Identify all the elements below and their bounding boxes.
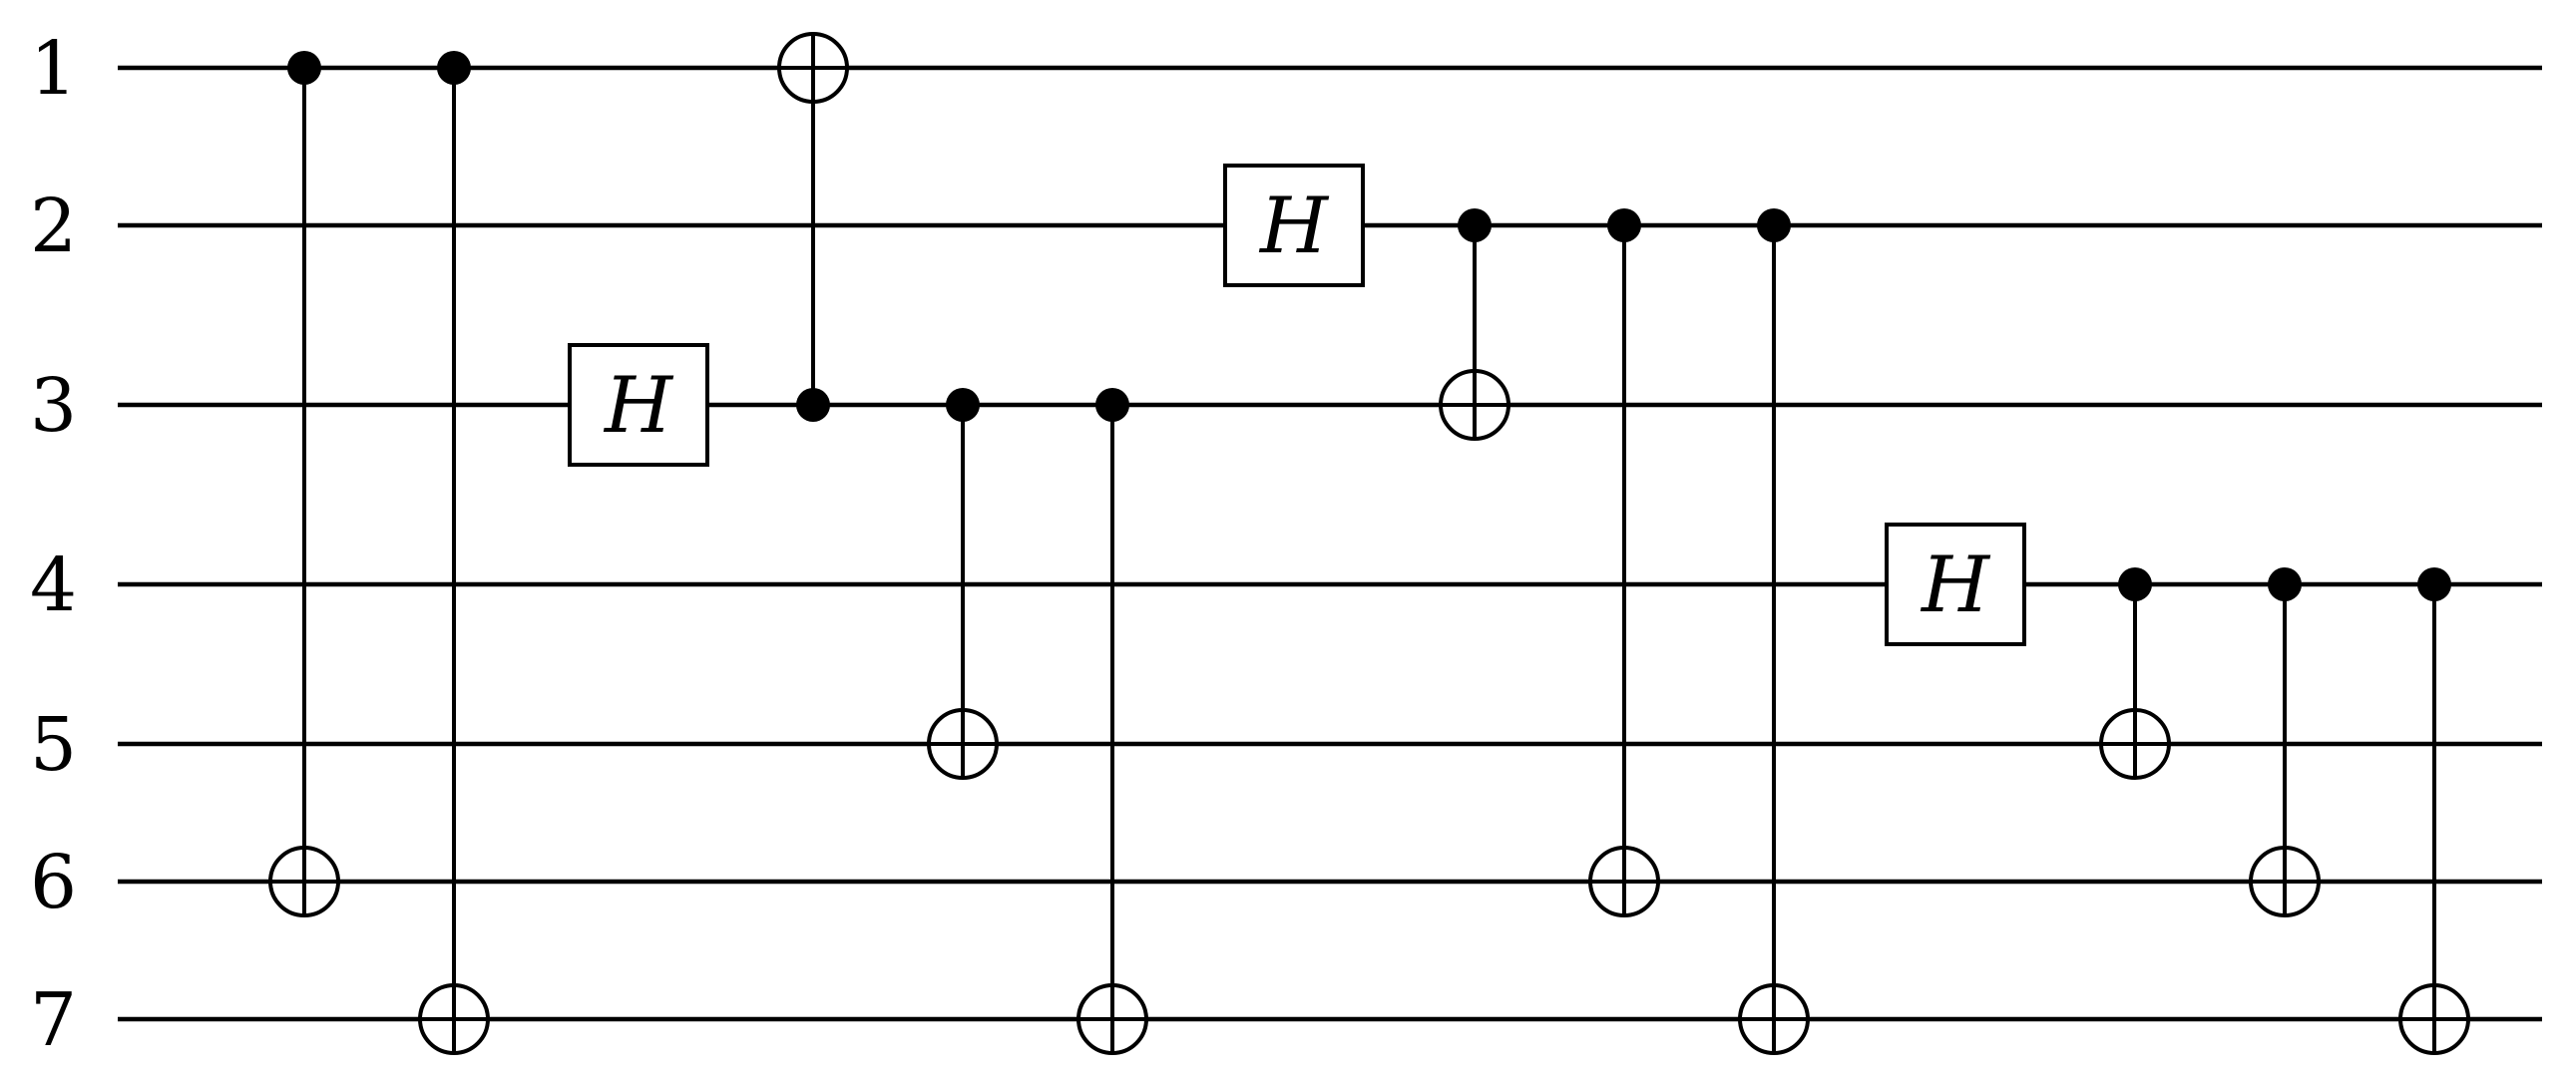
control-dot xyxy=(2118,567,2152,601)
qubit-label-3: 3 xyxy=(30,363,77,449)
hadamard-box xyxy=(1885,523,2026,646)
cnot-gate-5 xyxy=(1076,388,1148,1055)
cnot-gate-9 xyxy=(1738,208,1810,1055)
qubit-label-5: 5 xyxy=(30,702,77,788)
cnot-gate-3 xyxy=(777,32,849,422)
qubit-label-6: 6 xyxy=(30,840,77,925)
hadamard-box xyxy=(1223,164,1365,287)
hadamard-label: H xyxy=(1920,540,1991,630)
hadamard-box xyxy=(568,343,709,467)
control-dot xyxy=(946,388,980,422)
control-dot xyxy=(1757,208,1791,242)
control-dot xyxy=(1095,388,1129,422)
control-dot xyxy=(2268,567,2302,601)
control-dot xyxy=(287,51,321,85)
cnot-gate-1 xyxy=(418,51,490,1055)
hadamard-label: H xyxy=(1258,181,1330,271)
qubit-label-4: 4 xyxy=(30,542,77,628)
cnot-gate-0 xyxy=(268,51,340,917)
hadamard-gate-6: H xyxy=(1223,164,1365,287)
control-dot xyxy=(1458,208,1492,242)
hadamard-gate-10: H xyxy=(1885,523,2026,646)
cnot-gate-12 xyxy=(2249,567,2321,917)
control-dot xyxy=(1607,208,1641,242)
cnot-gate-11 xyxy=(2099,567,2171,780)
hadamard-label: H xyxy=(603,361,674,451)
control-dot xyxy=(796,388,830,422)
cnot-gate-8 xyxy=(1588,208,1660,917)
hadamard-gate-2: H xyxy=(568,343,709,467)
qubit-label-7: 7 xyxy=(30,977,77,1063)
cnot-gate-7 xyxy=(1439,208,1510,441)
control-dot xyxy=(437,51,471,85)
qubit-label-1: 1 xyxy=(30,26,77,112)
qubit-label-2: 2 xyxy=(30,183,77,269)
control-dot xyxy=(2417,567,2451,601)
cnot-gate-13 xyxy=(2398,567,2470,1055)
cnot-gate-4 xyxy=(927,388,999,780)
